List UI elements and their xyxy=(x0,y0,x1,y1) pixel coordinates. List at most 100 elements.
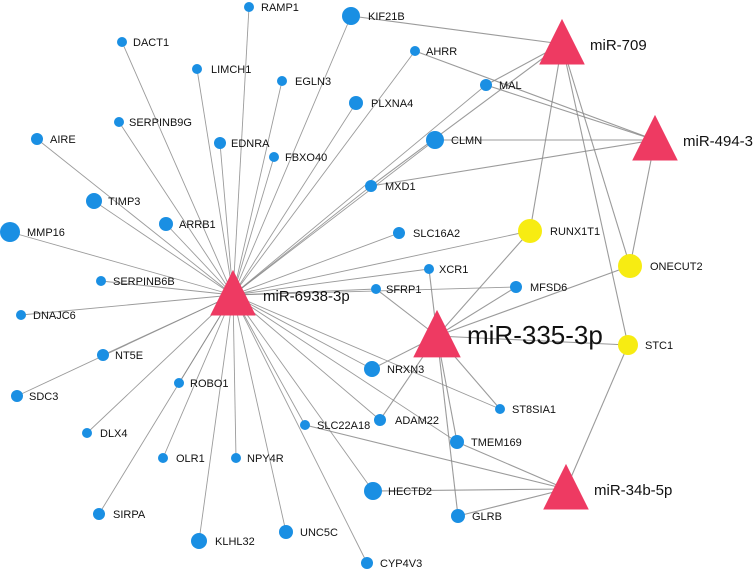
node-label: MFSD6 xyxy=(530,282,567,294)
node-nt5e[interactable]: NT5E xyxy=(97,349,143,362)
node-label: PLXNA4 xyxy=(371,98,413,110)
gene-circle-icon xyxy=(364,482,382,500)
node-slc16a2[interactable]: SLC16A2 xyxy=(393,227,460,240)
gene-circle-icon xyxy=(192,64,202,74)
node-arrb1[interactable]: ARRB1 xyxy=(159,217,216,231)
node-label: SFRP1 xyxy=(386,284,421,296)
node-mir-335-3p[interactable]: miR-335-3p xyxy=(413,309,603,358)
edge-mir-6938-3p-dlx4 xyxy=(86,294,234,434)
node-kif21b[interactable]: KIF21B xyxy=(342,7,405,25)
node-label: GLRB xyxy=(472,511,502,523)
node-st8sia1[interactable]: ST8SIA1 xyxy=(495,404,556,416)
edge-mir-34b-5p-stc1 xyxy=(565,344,629,490)
node-onecut2[interactable]: ONECUT2 xyxy=(618,254,703,278)
node-serpinb9g[interactable]: SERPINB9G xyxy=(114,117,192,129)
node-clmn[interactable]: CLMN xyxy=(426,131,482,149)
gene-circle-icon xyxy=(279,525,293,539)
node-xcr1[interactable]: XCR1 xyxy=(424,264,468,276)
edge-mir-6938-3p-ramp1 xyxy=(232,6,250,296)
node-limch1[interactable]: LIMCH1 xyxy=(192,64,251,76)
edge-mir-6938-3p-xcr1 xyxy=(232,268,430,296)
edge-mir-6938-3p-npy4r xyxy=(232,294,237,459)
node-sdc3[interactable]: SDC3 xyxy=(11,390,58,403)
gene-circle-icon xyxy=(450,435,464,449)
edge-mir-6938-3p-serpinb6b xyxy=(100,280,234,296)
mirna-triangle-icon xyxy=(210,269,256,316)
node-ramp1[interactable]: RAMP1 xyxy=(244,2,299,14)
node-glrb[interactable]: GLRB xyxy=(451,509,502,523)
gene-circle-icon xyxy=(31,133,43,145)
edge-mir-709-onecut2 xyxy=(561,43,631,267)
node-label: EDNRA xyxy=(231,138,270,150)
node-robo1[interactable]: ROBO1 xyxy=(174,378,229,390)
gene-circle-icon xyxy=(16,310,26,320)
node-label: CYP4V3 xyxy=(380,558,422,570)
mirna-triangle-icon xyxy=(632,114,678,161)
node-mxd1[interactable]: MXD1 xyxy=(365,180,416,193)
node-aire[interactable]: AIRE xyxy=(31,133,76,146)
node-label: DNAJC6 xyxy=(33,310,76,322)
hub-gene-circle-icon xyxy=(618,254,642,278)
edge-mir-6938-3p-egln3 xyxy=(232,80,283,296)
edge-mir-6938-3p-mal xyxy=(232,84,487,296)
gene-circle-icon xyxy=(393,227,405,239)
edge-mir-6938-3p-hectd2 xyxy=(232,294,374,492)
node-mir-709[interactable]: miR-709 xyxy=(539,18,647,65)
node-unc5c[interactable]: UNC5C xyxy=(279,525,338,539)
node-mfsd6[interactable]: MFSD6 xyxy=(510,281,567,294)
node-ahrr[interactable]: AHRR xyxy=(410,46,457,58)
node-serpinb6b[interactable]: SERPINB6B xyxy=(96,276,175,288)
node-label: TIMP3 xyxy=(108,196,140,208)
edge-mir-6938-3p-klhl32 xyxy=(198,294,234,542)
node-label: KLHL32 xyxy=(215,536,255,548)
node-label: DLX4 xyxy=(100,428,128,440)
node-cyp4v3[interactable]: CYP4V3 xyxy=(361,557,422,570)
edge-mir-709-stc1 xyxy=(561,43,629,346)
edge-mir-6938-3p-serpinb9g xyxy=(118,121,234,296)
gene-circle-icon xyxy=(191,533,207,549)
gene-circle-icon xyxy=(97,349,109,361)
node-adam22[interactable]: ADAM22 xyxy=(374,414,439,427)
gene-circle-icon xyxy=(364,361,380,377)
node-label: AHRR xyxy=(426,46,457,58)
node-mmp16[interactable]: MMP16 xyxy=(0,222,65,242)
node-fbxo40[interactable]: FBXO40 xyxy=(269,152,327,164)
node-label: RUNX1T1 xyxy=(550,226,600,238)
node-sfrp1[interactable]: SFRP1 xyxy=(371,284,421,296)
node-timp3[interactable]: TIMP3 xyxy=(86,193,140,209)
node-plxna4[interactable]: PLXNA4 xyxy=(349,96,413,110)
node-mal[interactable]: MAL xyxy=(480,79,522,92)
node-stc1[interactable]: STC1 xyxy=(618,335,673,355)
edge-mir-335-3p-sfrp1 xyxy=(375,288,438,337)
node-sirpa[interactable]: SIRPA xyxy=(93,508,146,521)
node-mir-34b-5p[interactable]: miR-34b-5p xyxy=(543,463,672,510)
node-olr1[interactable]: OLR1 xyxy=(158,453,205,465)
gene-circle-icon xyxy=(510,281,522,293)
edge-mir-34b-5p-hectd2 xyxy=(372,488,567,492)
gene-circle-icon xyxy=(11,390,23,402)
node-hectd2[interactable]: HECTD2 xyxy=(364,482,432,500)
gene-circle-icon xyxy=(117,37,127,47)
node-label: DACT1 xyxy=(133,37,169,49)
node-tmem169[interactable]: TMEM169 xyxy=(450,435,522,449)
node-slc22a18[interactable]: SLC22A18 xyxy=(300,420,370,432)
node-npy4r[interactable]: NPY4R xyxy=(231,453,284,465)
node-egln3[interactable]: EGLN3 xyxy=(277,76,331,88)
node-label: SLC22A18 xyxy=(317,420,370,432)
edge-mir-709-runx1t1 xyxy=(529,43,563,232)
gene-circle-icon xyxy=(361,557,373,569)
node-label: SERPINB6B xyxy=(113,276,175,288)
gene-circle-icon xyxy=(349,96,363,110)
node-runx1t1[interactable]: RUNX1T1 xyxy=(518,219,600,243)
node-mir-6938-3p[interactable]: miR-6938-3p xyxy=(210,269,350,316)
node-nrxn3[interactable]: NRXN3 xyxy=(364,361,424,377)
node-dact1[interactable]: DACT1 xyxy=(117,37,169,49)
node-klhl32[interactable]: KLHL32 xyxy=(191,533,255,549)
node-dlx4[interactable]: DLX4 xyxy=(82,428,128,440)
node-mir-494-3p[interactable]: miR-494-3p xyxy=(632,114,754,161)
edge-mir-6938-3p-kif21b xyxy=(232,15,352,296)
node-dnajc6[interactable]: DNAJC6 xyxy=(16,310,76,322)
node-ednra[interactable]: EDNRA xyxy=(214,137,270,150)
